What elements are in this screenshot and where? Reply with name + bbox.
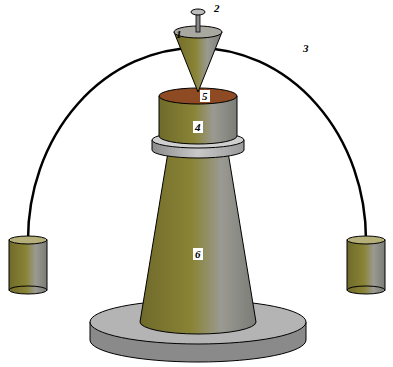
right-weight xyxy=(347,236,385,294)
callout-number: 5 xyxy=(200,90,210,102)
callout-number: 4 xyxy=(193,121,203,133)
callout-number: 2 xyxy=(214,2,220,14)
callout-number: 6 xyxy=(193,248,203,260)
knob xyxy=(191,9,205,32)
left-weight xyxy=(9,236,47,294)
sample-cylinder xyxy=(159,88,237,144)
callout-number: 1 xyxy=(176,28,182,40)
callout-number: 3 xyxy=(303,42,309,54)
pedestal xyxy=(140,152,256,334)
cone xyxy=(174,26,222,92)
